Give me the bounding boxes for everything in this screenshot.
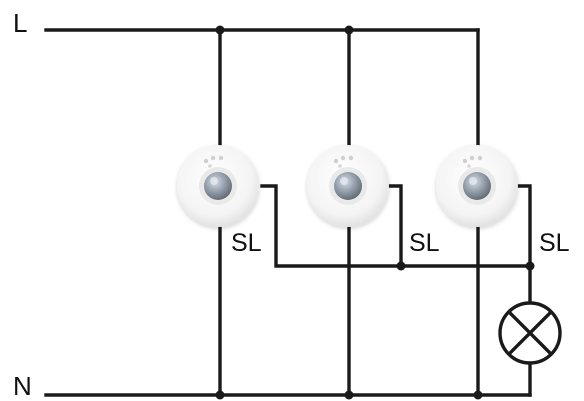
motion-sensor-3 xyxy=(436,145,518,227)
sensor-3-output-label: SL xyxy=(539,229,570,257)
sensor-3-switched-live-wire xyxy=(516,184,532,305)
junction-dot xyxy=(344,25,354,35)
junction-dot xyxy=(344,390,354,400)
junction-dot xyxy=(215,25,225,35)
sensor-2-output-label: SL xyxy=(409,229,440,257)
junction-dot xyxy=(396,261,406,271)
neutral-rail-label: N xyxy=(13,371,32,401)
motion-sensor-1 xyxy=(177,145,259,227)
sensor-1-output-label: SL xyxy=(231,229,262,257)
junction-dot xyxy=(215,390,225,400)
junction-dot xyxy=(473,390,483,400)
sensor-2-switched-live-wire xyxy=(388,184,403,268)
lamp-icon xyxy=(498,301,562,365)
motion-sensor-2 xyxy=(307,145,389,227)
line-rail-label: L xyxy=(13,8,27,38)
junction-dot xyxy=(525,261,535,271)
